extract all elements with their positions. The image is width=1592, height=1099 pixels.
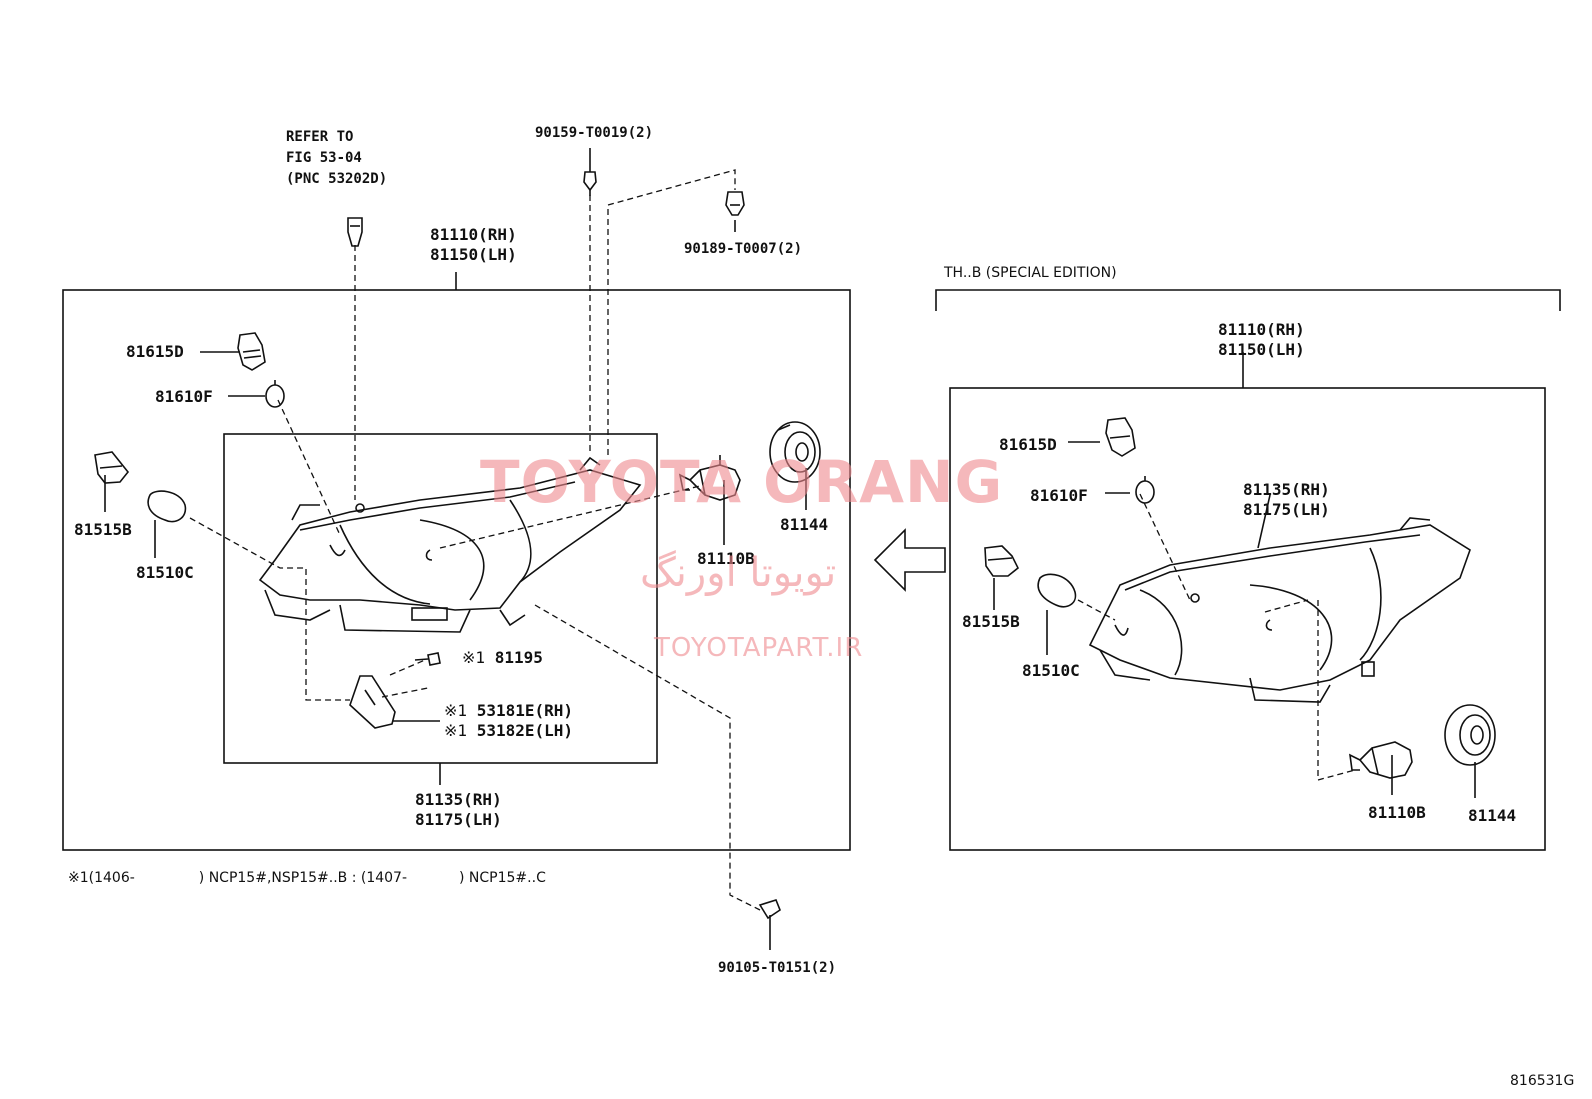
headlamp-housing-main: [258, 456, 642, 633]
bracket-53181E: [349, 675, 396, 729]
part-number: 53181E(RH): [476, 701, 574, 720]
clip-90189-label[interactable]: 90189-T0007(2): [684, 241, 803, 257]
special-part-81610F[interactable]: 81610F: [1030, 486, 1088, 505]
screw-81195: [414, 652, 441, 666]
main-part-53181E[interactable]: ※1 53181E(RH): [444, 701, 573, 721]
main-part-81510C[interactable]: 81510C: [136, 563, 194, 582]
main-part-81610F[interactable]: 81610F: [155, 387, 213, 406]
main-part-81144[interactable]: 81144: [780, 515, 829, 534]
footnote-models2: ) NCP15#..C: [459, 870, 546, 886]
main-assy-lh-label[interactable]: 81150(LH): [430, 245, 517, 264]
figure-code: 816531G: [1510, 1073, 1575, 1089]
main-assy-rh-label[interactable]: 81110(RH): [430, 225, 517, 244]
screw-90105-label[interactable]: 90105-T0151(2): [718, 960, 837, 976]
main-part-53182E[interactable]: ※1 53182E(LH): [444, 721, 573, 741]
special-part-81110B[interactable]: 81110B: [1368, 803, 1426, 822]
special-edition-title: TH..B (SPECIAL EDITION): [944, 265, 1117, 281]
bulb-81110B-special: [1349, 741, 1413, 779]
variant-mark: ※1: [444, 721, 468, 740]
variant-mark: ※1: [462, 648, 486, 667]
main-sub-rh-label[interactable]: 81135(RH): [415, 790, 502, 809]
special-part-81515B[interactable]: 81515B: [962, 612, 1020, 631]
part-number: 53182E(LH): [476, 721, 574, 740]
special-edition-bracket: [935, 289, 1561, 311]
refer-note-line3: (PNC 53202D): [286, 171, 388, 187]
special-part-81510C[interactable]: 81510C: [1022, 661, 1080, 680]
cover-81144-special: [1444, 704, 1496, 766]
bulb-81510C-special: [1037, 573, 1077, 608]
main-part-81195[interactable]: ※1 81195: [462, 648, 543, 668]
main-part-81615D[interactable]: 81615D: [126, 342, 184, 361]
part-number: 81195: [494, 648, 543, 667]
main-part-81515B[interactable]: 81515B: [74, 520, 132, 539]
bulb-81610F-main: [265, 380, 285, 408]
special-part-81615D[interactable]: 81615D: [999, 435, 1057, 454]
special-sub-lh-label[interactable]: 81175(LH): [1243, 500, 1330, 519]
refer-note-line2: FIG 53-04: [286, 150, 362, 166]
special-part-81144[interactable]: 81144: [1468, 806, 1517, 825]
footnote: ※1(1406- ) NCP15#,NSP15#..B : (1407- ) NCP…: [68, 870, 546, 886]
footnote-mark: ※1: [68, 870, 89, 886]
socket-81615D-main: [237, 332, 266, 371]
socket-81515B-special: [984, 545, 1020, 577]
socket-81515B-main: [94, 451, 130, 484]
screw-90159-label[interactable]: 90159-T0019(2): [535, 125, 654, 141]
special-sub-rh-label[interactable]: 81135(RH): [1243, 480, 1330, 499]
direction-arrow-icon: [873, 528, 946, 592]
screw-90159: [583, 171, 597, 196]
footnote-range1: (1406-: [88, 870, 135, 886]
clip-90189: [725, 191, 745, 216]
special-inner-frame: [949, 387, 1546, 851]
housing-subassembly-frame: [223, 433, 658, 764]
bulb-81610F-special: [1135, 476, 1155, 504]
refer-note-line1: REFER TO: [286, 129, 354, 145]
screw-refer: [347, 217, 363, 247]
headlamp-housing-special: [1088, 517, 1471, 703]
screw-90105: [758, 899, 781, 920]
variant-mark: ※1: [444, 701, 468, 720]
special-assy-lh-label[interactable]: 81150(LH): [1218, 340, 1305, 359]
main-sub-lh-label[interactable]: 81175(LH): [415, 810, 502, 829]
bulb-81510C-main: [147, 490, 187, 523]
cover-81144-main: [769, 421, 821, 483]
special-assy-rh-label[interactable]: 81110(RH): [1218, 320, 1305, 339]
footnote-models1: ) NCP15#,NSP15#..B : (1407-: [198, 870, 408, 886]
bulb-81110B-main: [678, 455, 741, 501]
main-part-81110B[interactable]: 81110B: [697, 549, 755, 568]
socket-81615D-special: [1105, 417, 1136, 457]
